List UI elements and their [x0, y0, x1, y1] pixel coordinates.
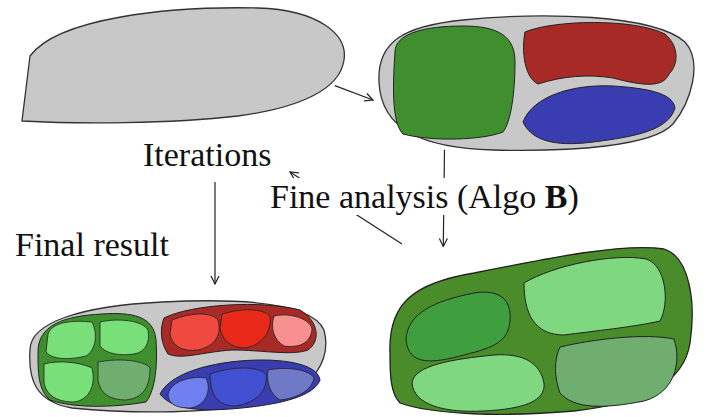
- blob-shape: [384, 243, 696, 417]
- region-blob: [384, 243, 696, 417]
- flow-arrow: [335, 86, 373, 100]
- edge-label: Fine analysis (Algo B): [268, 178, 581, 215]
- diagram-label: Iterations: [141, 136, 273, 173]
- region-blob: [22, 290, 328, 414]
- diagram-label: Final result: [13, 226, 171, 263]
- blob-shape: [22, 290, 328, 414]
- blob-shape: [373, 12, 698, 154]
- final-arrow: [214, 182, 215, 284]
- region-blob: [373, 12, 698, 154]
- region-blob: [18, 4, 348, 124]
- blob-shape: [18, 4, 348, 124]
